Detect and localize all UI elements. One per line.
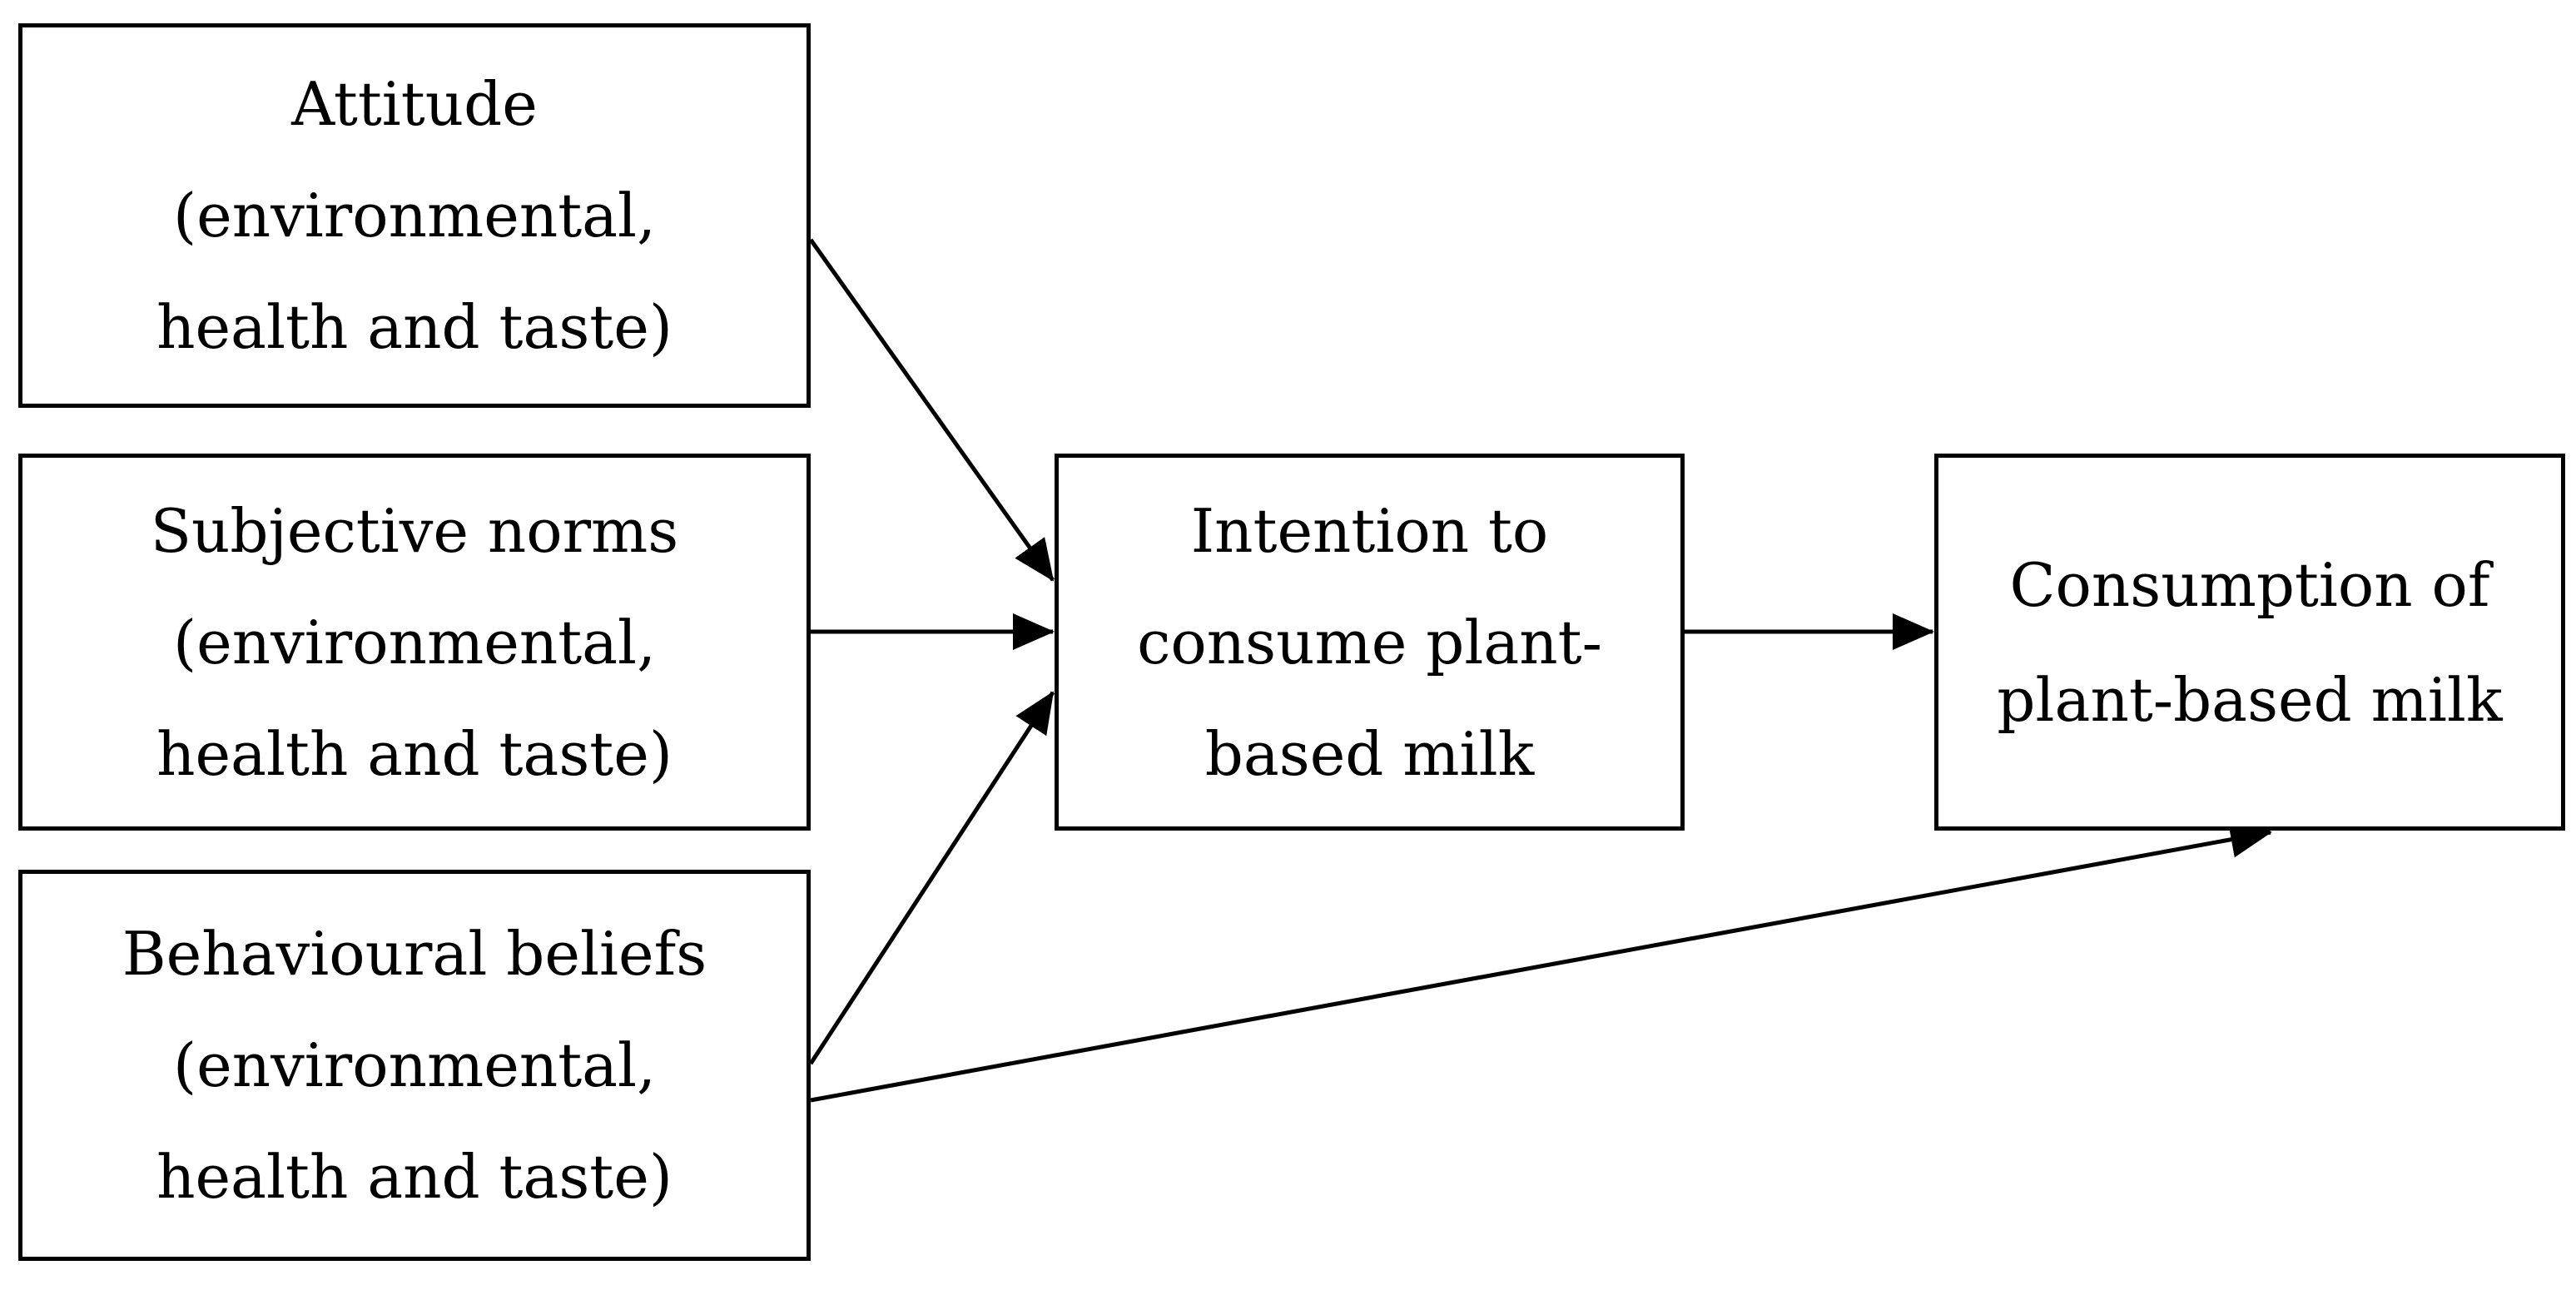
node-behavioural-beliefs-line-1: Behavioural beliefs [122, 919, 707, 989]
node-intention: Intention to consume plant- based milk [1055, 454, 1685, 831]
node-intention-line-3: based milk [1204, 718, 1535, 789]
node-consumption-line-1: Consumption of [2009, 549, 2490, 620]
node-intention-line-2: consume plant- [1137, 607, 1602, 677]
node-behavioural-beliefs-line-3: health and taste) [156, 1142, 673, 1212]
node-attitude-line-1: Attitude [291, 69, 538, 139]
edge-beliefs-to-intention [808, 691, 1055, 1065]
node-subjective-norms-line-1: Subjective norms [150, 495, 679, 566]
node-behavioural-beliefs: Behavioural beliefs (environmental, heal… [18, 870, 811, 1261]
node-attitude-line-3: health and taste) [156, 292, 673, 362]
node-subjective-norms-line-2: (environmental, [173, 607, 656, 677]
edge-beliefs-to-consumption [810, 821, 2272, 1103]
node-consumption-line-2: plant-based milk [1997, 664, 2503, 735]
node-intention-line-1: Intention to [1190, 495, 1549, 566]
node-attitude: Attitude (environmental, health and tast… [18, 23, 811, 408]
node-subjective-norms-line-3: health and taste) [156, 718, 673, 789]
node-behavioural-beliefs-line-2: (environmental, [173, 1030, 656, 1100]
edge-attitude-to-intention [808, 238, 1055, 582]
node-subjective-norms: Subjective norms (environmental, health … [18, 454, 811, 831]
node-attitude-line-2: (environmental, [173, 181, 656, 251]
node-consumption: Consumption of plant-based milk [1934, 454, 2565, 831]
